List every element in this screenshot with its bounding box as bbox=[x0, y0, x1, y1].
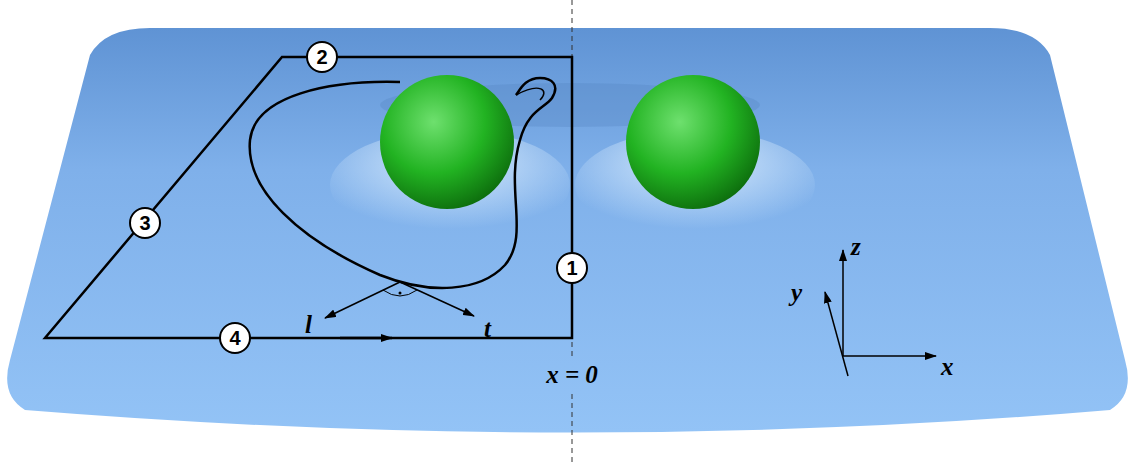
vector-label: l bbox=[305, 312, 312, 337]
callout-number: 1 bbox=[566, 258, 577, 278]
callout-circle: 2 bbox=[305, 40, 339, 74]
callout-number: 2 bbox=[316, 47, 327, 67]
axis-label: y bbox=[791, 280, 802, 305]
axis-label: x bbox=[941, 354, 954, 379]
callout-circle: 1 bbox=[555, 251, 589, 285]
axis-label: z bbox=[851, 234, 861, 259]
callout-number: 3 bbox=[139, 213, 150, 233]
plane-label: x = 0 bbox=[546, 362, 598, 387]
callout-circle: 4 bbox=[218, 321, 252, 355]
callout-circle: 3 bbox=[128, 206, 162, 240]
callout-number: 4 bbox=[229, 328, 240, 348]
vector-label: t bbox=[484, 316, 491, 341]
